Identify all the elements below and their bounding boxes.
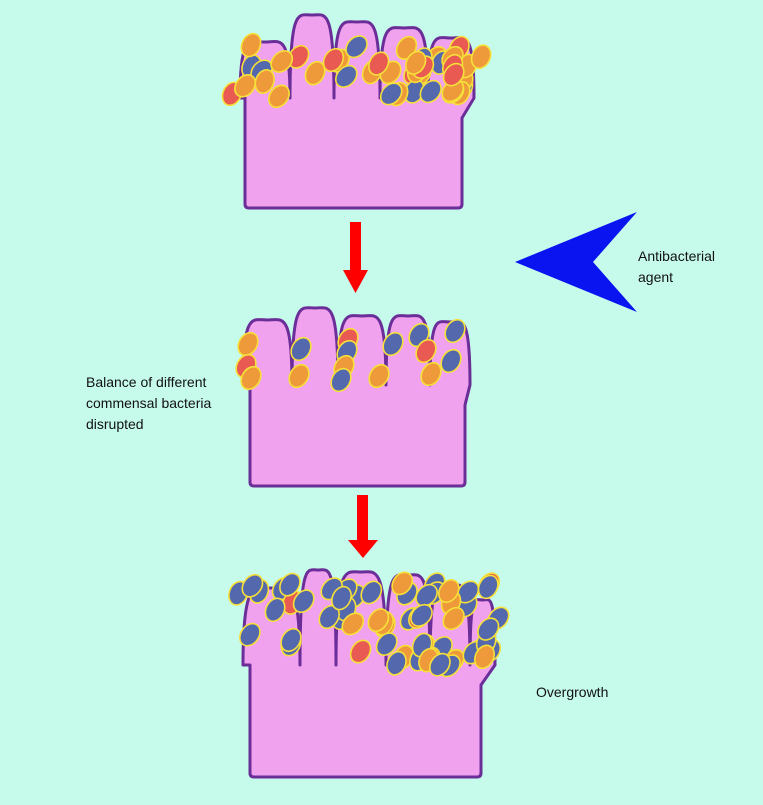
bacterium-orange bbox=[438, 579, 460, 603]
balance-disrupted-label: Balance of different commensal bacteria … bbox=[86, 374, 212, 432]
bacterium-orange bbox=[470, 44, 492, 70]
bacterium-orange bbox=[474, 644, 495, 670]
overgrowth-label: Overgrowth bbox=[536, 684, 609, 700]
bacterium-blue bbox=[429, 652, 451, 677]
bacterium-orange bbox=[288, 363, 310, 389]
disrupted-tissue-panel bbox=[235, 306, 472, 488]
bacterium-blue bbox=[444, 318, 466, 344]
bacterium-blue bbox=[386, 650, 407, 676]
antibacterial-agent-label: Antibacterial agent bbox=[638, 248, 716, 285]
bacterium-orange bbox=[405, 50, 427, 75]
bacterium-red bbox=[322, 47, 345, 73]
bacterium-orange bbox=[234, 74, 257, 98]
healthy-tissue-panel bbox=[221, 13, 492, 210]
red-arrow-down-2 bbox=[348, 495, 378, 558]
bacterium-blue bbox=[419, 79, 442, 104]
bacterium-blue bbox=[379, 82, 403, 106]
bacterium-blue bbox=[360, 580, 383, 605]
bacterium-red bbox=[442, 62, 465, 87]
bacterium-blue bbox=[345, 35, 368, 59]
bacterium-blue bbox=[279, 572, 301, 597]
bacterium-blue bbox=[477, 617, 500, 641]
overgrowth-tissue-panel bbox=[228, 568, 510, 779]
bacterium-blue bbox=[264, 597, 286, 623]
bacterium-blue bbox=[334, 64, 358, 88]
bacterium-orange bbox=[368, 363, 390, 389]
bacterium-orange bbox=[442, 606, 465, 631]
antibacterial-arrowhead-icon bbox=[515, 212, 637, 312]
bacterium-orange bbox=[268, 84, 290, 109]
bacterium-blue bbox=[331, 585, 352, 611]
bacterium-red bbox=[349, 639, 372, 664]
bacterium-blue bbox=[241, 573, 264, 598]
bacterium-orange bbox=[391, 571, 414, 596]
bacterium-orange bbox=[240, 365, 262, 391]
bacterium-orange bbox=[420, 361, 442, 387]
bacterium-orange bbox=[240, 32, 262, 58]
bacterium-red bbox=[287, 44, 310, 69]
bacterium-orange bbox=[254, 69, 275, 94]
bacterium-orange bbox=[237, 331, 259, 357]
bacterium-blue bbox=[292, 589, 315, 614]
bacterium-blue bbox=[440, 348, 462, 374]
bacterium-red bbox=[415, 338, 437, 364]
bacterium-blue bbox=[239, 622, 261, 647]
bacterium-blue bbox=[477, 574, 499, 600]
bacterium-orange bbox=[270, 50, 294, 73]
bacterium-blue bbox=[375, 632, 398, 656]
bacterium-blue bbox=[280, 627, 302, 653]
bacterium-orange bbox=[367, 608, 390, 633]
bacterium-orange bbox=[304, 60, 326, 86]
bacterium-blue bbox=[382, 331, 404, 357]
bacterium-blue bbox=[330, 367, 352, 393]
bacterium-orange bbox=[341, 612, 365, 636]
bacterium-red bbox=[368, 51, 390, 76]
red-arrow-down-1 bbox=[343, 222, 368, 293]
bacterium-blue bbox=[415, 583, 438, 607]
bacterium-blue bbox=[410, 603, 433, 627]
bacterium-blue bbox=[290, 336, 312, 362]
